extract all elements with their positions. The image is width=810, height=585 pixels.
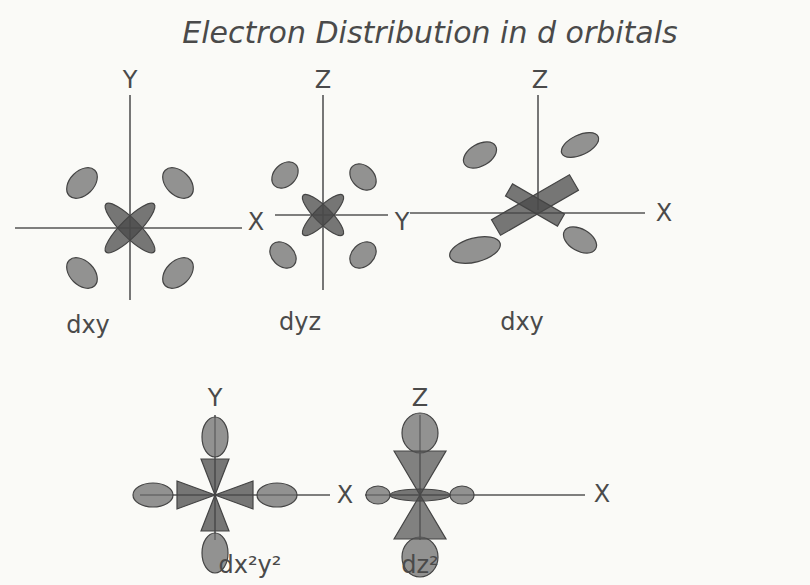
orbital-name: dx²y²: [219, 552, 282, 578]
axis-label: X: [656, 200, 672, 226]
axis-label: Y: [208, 385, 223, 411]
axis-label: Y: [395, 209, 410, 235]
orbital-name: dxy: [66, 312, 110, 338]
axis-label: Y: [123, 67, 138, 93]
orbital-name: dz²: [401, 552, 438, 578]
diagram-title: Electron Distribution in d orbitals: [182, 16, 677, 49]
orbital-name: dxy: [500, 309, 544, 335]
axis-label: X: [594, 481, 610, 507]
axis-label: Z: [315, 67, 331, 93]
axis-label: Z: [532, 67, 548, 93]
orbital-name: dyz: [279, 309, 321, 335]
orbital-lobes: [61, 127, 603, 577]
axis-label: Z: [412, 385, 428, 411]
axis-label: X: [337, 482, 353, 508]
axis-label: X: [248, 209, 264, 235]
axes: [15, 95, 645, 540]
